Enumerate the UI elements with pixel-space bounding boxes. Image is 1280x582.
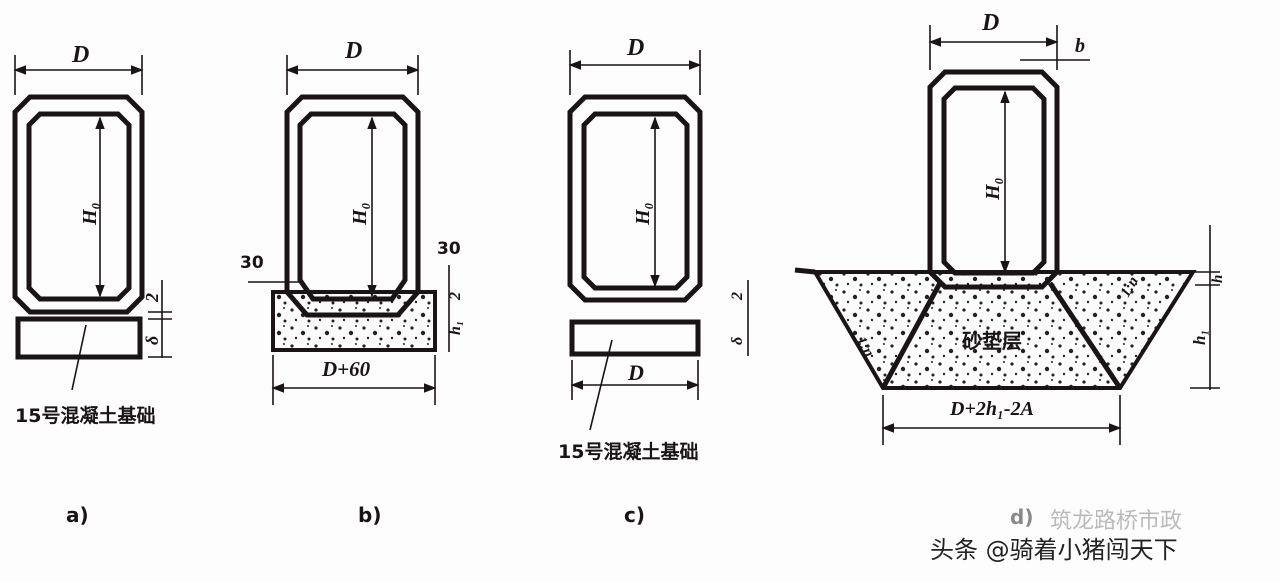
height-label: H₀: [349, 202, 371, 226]
culvert-outer-wall: [927, 69, 1060, 290]
panel-caption: a): [66, 503, 89, 527]
foundation-label: 15号混凝土基础: [558, 440, 698, 463]
dim-bottom-label: δ: [729, 337, 746, 345]
culvert-inner-wall: [941, 85, 1047, 276]
sand-cushion-label: 砂垫层: [962, 329, 1022, 353]
concrete-foundation: [15, 316, 143, 360]
culvert-outer-wall: [12, 94, 145, 315]
width-label: D: [344, 38, 362, 64]
author-credit: 头条 @骑着小猪闯天下: [930, 536, 1178, 564]
dim-top-label: 2: [729, 292, 746, 301]
concrete-foundation: [569, 319, 701, 357]
base-width-label: D+60: [321, 357, 371, 381]
culvert-outer-wall: [567, 94, 703, 303]
culvert-inner-wall: [581, 111, 690, 291]
height-label: H₀: [79, 202, 101, 226]
panel-a: D H₀ 2 δ 15号混凝土基础 a): [12, 42, 172, 527]
culvert-inner-wall: [297, 111, 408, 302]
wall-thickness-label: b: [1075, 35, 1085, 57]
panel-b: D H₀ 30 30 D+60 2 h₁ b): [240, 38, 464, 527]
offset-left-label: 30: [240, 253, 264, 273]
dim-top-label: 2: [447, 292, 464, 301]
culvert-inner-wall: [26, 111, 132, 302]
culvert-outer-wall: [284, 94, 421, 318]
watermark: 筑龙路桥市政 头条 @骑着小猪闯天下: [930, 509, 1182, 564]
base-width-label: D+2h₁-2A: [949, 398, 1034, 420]
panel-d: D b H₀ 1:n 1:n 砂垫层 D+2h₁-2A h h₁ d): [794, 10, 1226, 529]
gravel-bed: [271, 290, 437, 352]
panel-caption: b): [358, 503, 381, 527]
width-label: D: [626, 35, 644, 61]
offset-right-label: 30: [437, 239, 461, 259]
foundation-label: 15号混凝土基础: [15, 404, 155, 427]
width-label: D: [981, 10, 999, 36]
width-label: D: [71, 42, 89, 68]
height-label: H₀: [982, 177, 1004, 201]
height-label: H₀: [632, 202, 654, 226]
dim-bottom-label: h₁: [1190, 330, 1209, 345]
base-width-label: D: [627, 360, 644, 385]
dim-bottom-label: h₁: [447, 321, 464, 335]
panel-c: D H₀ D 2 δ 15号混凝土基础 c): [558, 35, 749, 527]
dim-top-label: h: [1210, 275, 1226, 283]
panel-caption: c): [624, 503, 645, 527]
panel-caption: d): [1010, 505, 1033, 529]
dim-bottom-label: δ: [142, 336, 162, 345]
dim-top-label: 2: [142, 293, 162, 303]
watermark-logo-text: 筑龙路桥市政: [1050, 509, 1182, 534]
